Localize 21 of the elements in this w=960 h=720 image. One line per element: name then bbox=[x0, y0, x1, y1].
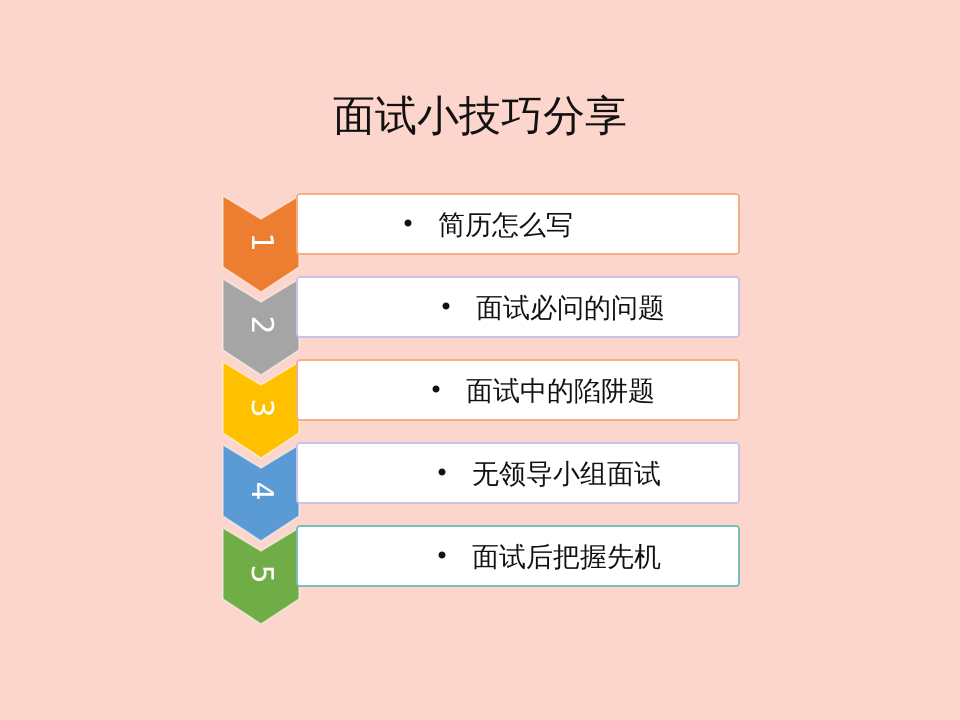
step-number: 5 bbox=[243, 563, 280, 586]
slide-title: 面试小技巧分享 bbox=[332, 90, 628, 142]
chevron-shape bbox=[222, 444, 300, 542]
chevron-shape bbox=[222, 527, 300, 625]
item-box bbox=[296, 276, 740, 338]
item-text: 面试中的陷阱题 bbox=[466, 375, 655, 409]
chevron-shape bbox=[222, 361, 300, 459]
item-text: 无领导小组面试 bbox=[472, 458, 661, 492]
item-box bbox=[296, 359, 740, 421]
item-text: 面试必问的问题 bbox=[476, 292, 665, 326]
item-box bbox=[296, 442, 740, 504]
chevron-shape bbox=[222, 278, 300, 376]
item-text: 面试后把握先机 bbox=[472, 541, 661, 575]
step-number: 1 bbox=[243, 231, 280, 254]
step-number: 3 bbox=[243, 397, 280, 420]
item-box bbox=[296, 193, 740, 255]
chevron-shape bbox=[222, 195, 300, 293]
item-box bbox=[296, 525, 740, 587]
item-text: 简历怎么写 bbox=[438, 209, 573, 243]
step-number: 4 bbox=[243, 480, 280, 503]
step-number: 2 bbox=[243, 314, 280, 337]
